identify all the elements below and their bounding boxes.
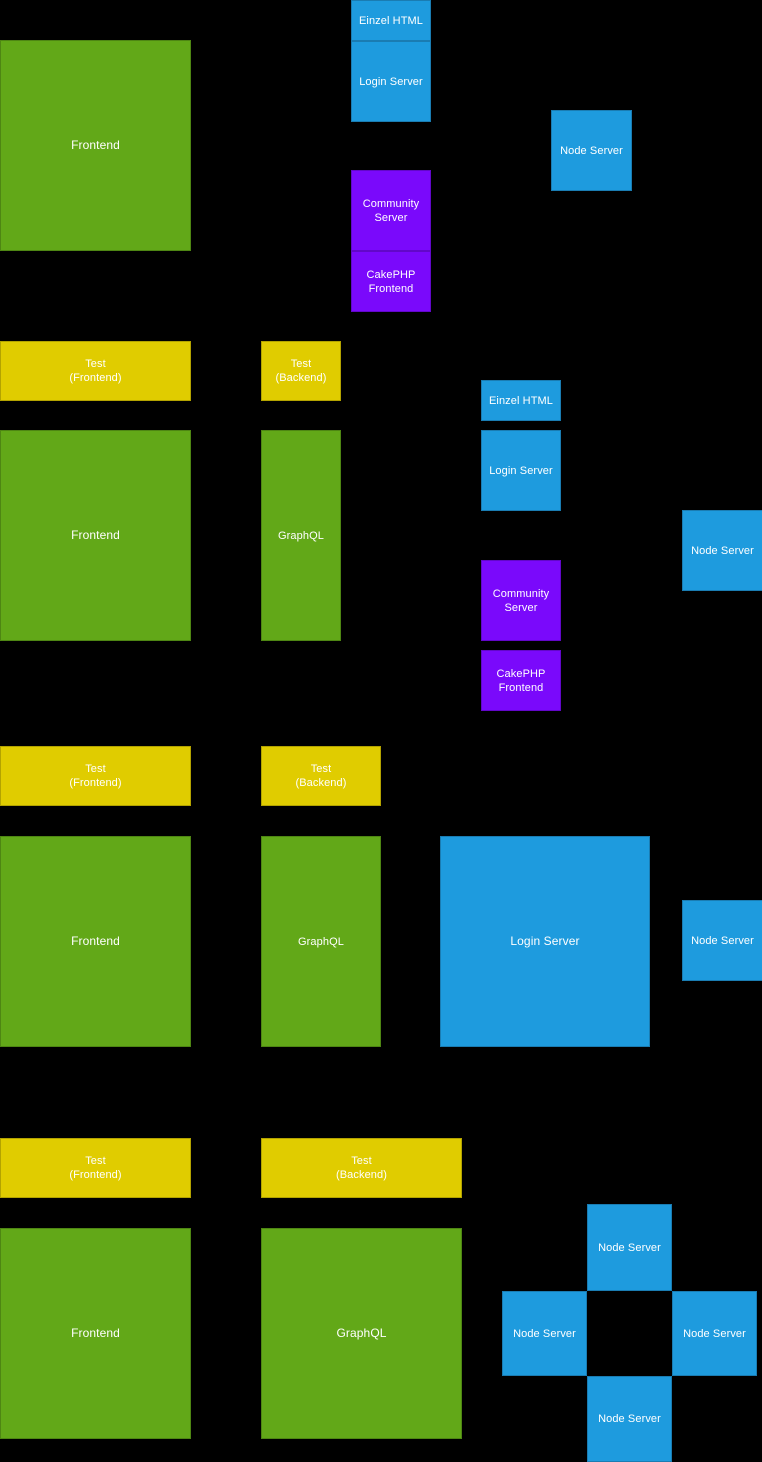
- cluster-1-community-server[interactable]: Community Server: [351, 170, 431, 251]
- cluster-4-frontend[interactable]: Frontend: [0, 1228, 191, 1439]
- cluster-3-test-frontend[interactable]: Test (Frontend): [0, 746, 191, 806]
- cluster-2-einzel-html[interactable]: Einzel HTML: [481, 380, 561, 421]
- cluster-4-test-backend[interactable]: Test (Backend): [261, 1138, 462, 1198]
- cluster-3-graphql[interactable]: GraphQL: [261, 836, 381, 1047]
- cluster-2-community-server[interactable]: Community Server: [481, 560, 561, 641]
- cluster-2-frontend[interactable]: Frontend: [0, 430, 191, 641]
- cluster-1-cakephp-frontend[interactable]: CakePHP Frontend: [351, 251, 431, 312]
- cluster-2-login-server[interactable]: Login Server: [481, 430, 561, 511]
- cluster-3-test-backend[interactable]: Test (Backend): [261, 746, 381, 806]
- cluster-1-frontend[interactable]: Frontend: [0, 40, 191, 251]
- cluster-4-node-server-left[interactable]: Node Server: [502, 1291, 587, 1376]
- cluster-1-login-server[interactable]: Login Server: [351, 41, 431, 122]
- cluster-3-node-server[interactable]: Node Server: [682, 900, 762, 981]
- cluster-4-node-server-bottom[interactable]: Node Server: [587, 1376, 672, 1462]
- cluster-4-node-server-right[interactable]: Node Server: [672, 1291, 757, 1376]
- cluster-1-node-server[interactable]: Node Server: [551, 110, 632, 191]
- cluster-2-test-frontend[interactable]: Test (Frontend): [0, 341, 191, 401]
- cluster-4-node-server-top[interactable]: Node Server: [587, 1204, 672, 1291]
- cluster-1-einzel-html[interactable]: Einzel HTML: [351, 0, 431, 41]
- cluster-2-test-backend[interactable]: Test (Backend): [261, 341, 341, 401]
- cluster-3-login-server[interactable]: Login Server: [440, 836, 650, 1047]
- cluster-2-node-server[interactable]: Node Server: [682, 510, 762, 591]
- cluster-4-graphql[interactable]: GraphQL: [261, 1228, 462, 1439]
- cluster-2-graphql[interactable]: GraphQL: [261, 430, 341, 641]
- cluster-3-frontend[interactable]: Frontend: [0, 836, 191, 1047]
- cluster-2-cakephp-frontend[interactable]: CakePHP Frontend: [481, 650, 561, 711]
- cluster-4-test-frontend[interactable]: Test (Frontend): [0, 1138, 191, 1198]
